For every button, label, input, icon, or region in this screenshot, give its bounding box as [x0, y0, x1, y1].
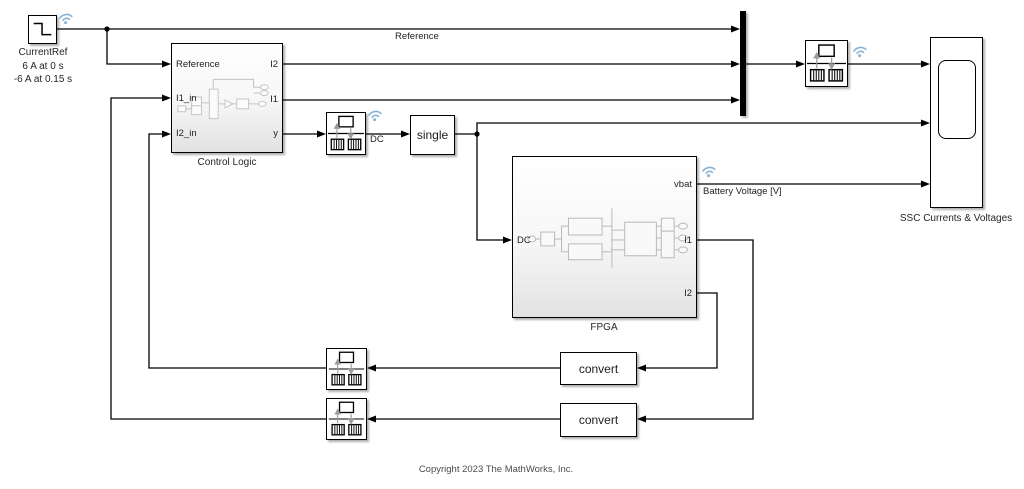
wire-single-to-fpga[interactable]	[476, 134, 508, 241]
convert-label: convert	[578, 413, 619, 427]
currentref-label[interactable]: CurrentRef	[18, 47, 68, 58]
currentref-annotation-line2[interactable]: -6 A at 0.15 s	[13, 74, 73, 85]
currentref-block[interactable]	[28, 15, 57, 44]
subsystem-preview	[527, 208, 688, 268]
rate-transition-dc-block[interactable]	[326, 112, 366, 155]
rate-transition-icon	[327, 115, 365, 151]
fpga-block[interactable]: DC vbat I1 I2	[512, 156, 697, 318]
single-conversion-block[interactable]: single	[410, 115, 455, 155]
control-logic-block[interactable]: Reference I1_in I2_in I2 I1 y	[171, 43, 283, 153]
port-label-fpga-i2: I2	[684, 288, 692, 299]
wire-reference-branch[interactable]	[106, 29, 168, 65]
step-icon	[33, 22, 52, 36]
port-label-y-out: y	[273, 128, 278, 139]
signal-label-reference[interactable]: Reference	[395, 31, 439, 42]
scope-label[interactable]: SSC Currents & Voltages	[899, 213, 1013, 224]
signal-label-battery-voltage[interactable]: Battery Voltage [V]	[703, 186, 782, 197]
rate-transition-feedback-lower[interactable]	[326, 398, 367, 440]
signal-logging-wifi-icon[interactable]	[57, 9, 75, 27]
convert-lower-block[interactable]: convert	[560, 403, 637, 437]
currentref-annotation-line1[interactable]: 6 A at 0 s	[22, 61, 64, 72]
rate-transition-scope-block[interactable]	[805, 40, 848, 87]
port-label-i1-out: I1	[270, 94, 278, 105]
fpga-label[interactable]: FPGA	[590, 322, 618, 333]
copyright-annotation[interactable]: Copyright 2023 The MathWorks, Inc.	[418, 464, 574, 475]
scope-screen-icon	[938, 60, 976, 139]
scope-block[interactable]	[930, 37, 983, 208]
wire-feedback-i2[interactable]	[148, 133, 326, 369]
port-label-reference: Reference	[176, 59, 220, 70]
wire-fpga-i1[interactable]	[641, 239, 754, 420]
arrowheads	[162, 25, 930, 423]
wire-feedback-i1[interactable]	[110, 97, 326, 420]
single-label: single	[416, 128, 449, 142]
rate-transition-icon	[328, 401, 365, 436]
rate-transition-feedback-upper[interactable]	[326, 348, 367, 390]
wire-single-to-scope[interactable]	[476, 122, 926, 134]
signal-logging-wifi-icon[interactable]	[700, 162, 718, 180]
signal-label-dc[interactable]: DC	[370, 134, 384, 145]
convert-label: convert	[578, 361, 619, 376]
branch-dot	[104, 26, 110, 32]
convert-upper-block[interactable]: convert	[560, 352, 637, 385]
port-label-i2-out: I2	[270, 59, 278, 70]
signal-logging-wifi-icon[interactable]	[851, 42, 869, 60]
control-logic-label[interactable]: Control Logic	[197, 157, 257, 168]
port-label-fpga-i1: I1	[684, 235, 692, 246]
wire-fpga-i2[interactable]	[641, 292, 718, 369]
branch-dot	[474, 131, 480, 137]
port-label-i2-in: I2_in	[176, 128, 197, 139]
port-label-dc: DC	[517, 235, 531, 246]
port-label-vbat: vbat	[674, 179, 692, 190]
rate-transition-icon	[328, 351, 365, 386]
rate-transition-icon	[807, 44, 846, 82]
mux-bar[interactable]	[740, 11, 746, 116]
port-label-i1-in: I1_in	[176, 93, 197, 104]
signal-logging-wifi-icon[interactable]	[366, 106, 384, 124]
